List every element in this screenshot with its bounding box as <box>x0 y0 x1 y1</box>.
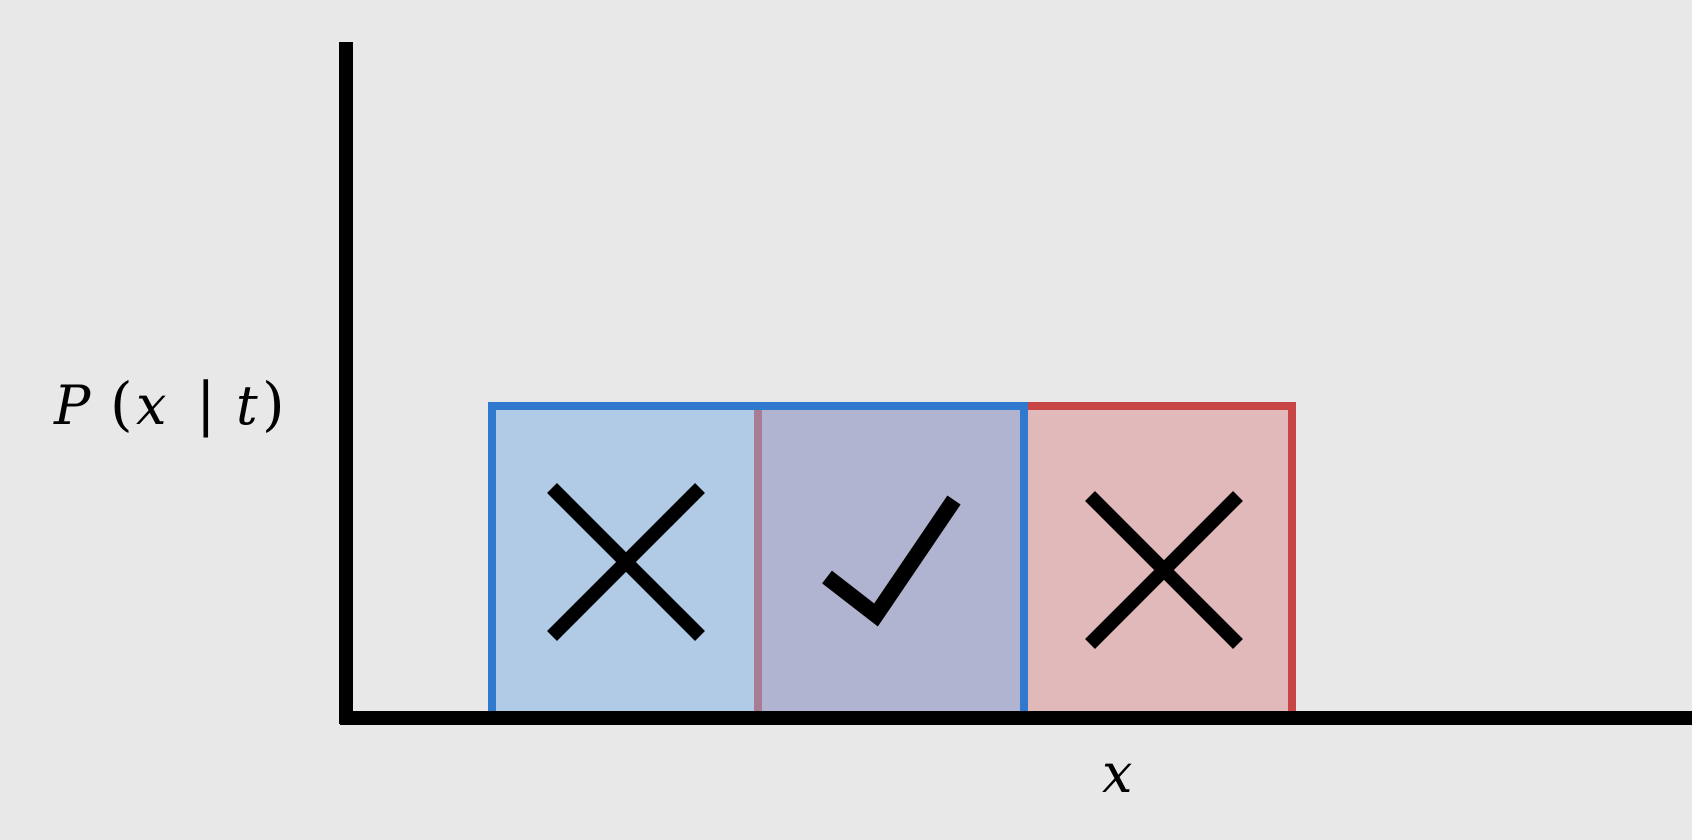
y-label-p: P <box>53 374 92 437</box>
y-label-bar: | <box>196 370 216 438</box>
cross-icon <box>1085 491 1243 649</box>
y-label-x: x <box>136 374 166 437</box>
y-label-close-paren: ) <box>262 370 285 438</box>
y-axis-label: P ( x | t ) <box>53 370 285 438</box>
overlap-region <box>758 406 1024 718</box>
y-label-open-paren: ( <box>110 370 133 438</box>
check-icon <box>822 495 961 627</box>
blue-distribution-outline <box>488 402 1028 718</box>
x-axis-label: x <box>1102 742 1132 805</box>
y-label-t: t <box>236 374 258 437</box>
cross-icon <box>547 483 705 641</box>
